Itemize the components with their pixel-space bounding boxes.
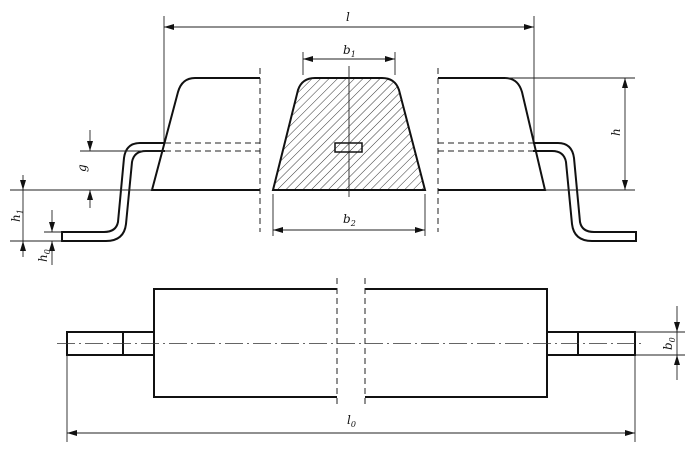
svg-text:l0: l0: [347, 413, 356, 429]
dimension-b2: b2: [272, 194, 426, 236]
dimension-l: l: [163, 10, 535, 145]
dimension-g: g: [75, 130, 165, 208]
svg-text:h: h: [609, 128, 623, 136]
svg-text:b2: b2: [343, 212, 356, 228]
top-body-left: [153, 288, 337, 398]
left-block-outline: [150, 77, 260, 191]
left-lead: [61, 142, 165, 242]
side-view: l b1 b2: [9, 10, 637, 265]
dimension-h1: h1: [9, 175, 62, 257]
dimension-b1: b1: [302, 43, 396, 75]
dimension-h0: h0: [36, 210, 62, 265]
right-lead: [533, 142, 637, 242]
svg-text:h1: h1: [9, 209, 25, 222]
svg-text:g: g: [75, 164, 89, 172]
dimension-l0: l0: [66, 355, 636, 442]
top-view: b0 l0: [57, 278, 685, 442]
label-l: l: [346, 10, 350, 24]
top-body-right: [365, 288, 548, 398]
dimension-h: h: [505, 77, 635, 190]
dimension-b0: b0: [635, 306, 685, 380]
svg-text:h0: h0: [36, 249, 52, 262]
svg-text:b0: b0: [661, 337, 677, 350]
svg-text:b1: b1: [343, 43, 356, 59]
right-block-outline: [438, 77, 547, 191]
